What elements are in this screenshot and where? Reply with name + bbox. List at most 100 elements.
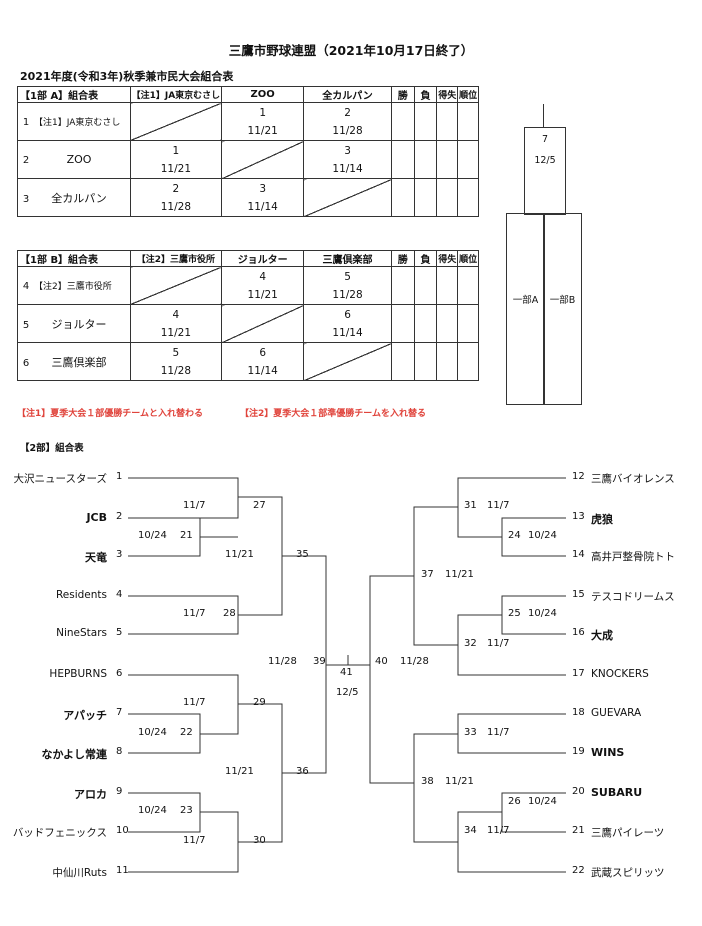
game-number: 39 — [313, 656, 326, 667]
team-name: 三鷹倶楽部 — [51, 355, 107, 369]
note-2: 【注2】夏季大会１部準優勝チームを入れ替る — [240, 409, 426, 419]
bracket-line — [128, 595, 239, 635]
team-name: アロカ — [74, 788, 107, 801]
game-date: 11/14 — [247, 364, 278, 377]
game-date: 11/28 — [268, 656, 297, 667]
team-name: Residents — [55, 589, 107, 601]
game-date: 11/28 — [160, 200, 192, 213]
game-date: 12/5 — [336, 687, 359, 698]
team-name: 大沢ニュースターズ — [13, 473, 107, 485]
game-date: 11/14 — [247, 200, 278, 213]
game-date: 10/24 — [138, 727, 167, 738]
bracket-line — [457, 811, 566, 873]
game-number: 6 — [259, 346, 267, 359]
team-name: 武蔵スピリッツ — [591, 867, 665, 879]
team-name: なかよし常連 — [41, 748, 107, 761]
result-cell — [457, 342, 479, 381]
row-number: 6 — [22, 357, 30, 369]
team-number: 4 — [116, 589, 123, 600]
game-number: 34 — [464, 825, 477, 836]
game-number: 26 — [508, 796, 521, 807]
game-number: 30 — [253, 835, 266, 846]
bracket-line — [413, 733, 458, 843]
game-date: 11/21 — [225, 549, 254, 560]
game-date: 10/24 — [528, 608, 557, 619]
section2-title: 【2部】組合表 — [20, 443, 84, 454]
game-date: 11/21 — [225, 766, 254, 777]
final-line — [543, 104, 544, 128]
game-date: 10/24 — [138, 530, 167, 541]
final-box: 7 12/5 — [524, 127, 566, 215]
tournament-subtitle: 2021年度(令和3年)秋季兼市民大会組合表 — [20, 70, 234, 83]
result-cell — [457, 178, 479, 217]
bracket-line — [128, 477, 239, 519]
team-name: JCB — [86, 511, 107, 524]
team-number: 13 — [572, 511, 585, 522]
team-name: GUEVARA — [591, 707, 642, 719]
bracket-line — [369, 575, 414, 784]
league-b-slot: 一部B — [543, 213, 582, 405]
team-number: 17 — [572, 668, 585, 679]
game-number: 38 — [421, 776, 434, 787]
game-number: 23 — [180, 805, 193, 816]
diagonal-cell — [303, 342, 392, 381]
game-date: 11/21 — [445, 569, 474, 580]
game-date: 11/7 — [487, 825, 510, 836]
team-name: NineStars — [56, 627, 107, 639]
team-number: 12 — [572, 471, 585, 482]
team-number: 20 — [572, 786, 585, 797]
final-date: 12/5 — [534, 155, 556, 166]
team-name: 三鷹バイオレンス — [591, 473, 675, 485]
bracket-line — [501, 517, 566, 557]
team-name: 中仙川Ruts — [52, 867, 107, 879]
game-number: 22 — [180, 727, 193, 738]
game-date: 11/28 — [332, 288, 363, 301]
league-a-slot: 一部A — [506, 213, 545, 405]
team-name: ZOO — [66, 153, 92, 166]
game-number: 4 — [172, 308, 180, 321]
game-date: 11/14 — [332, 326, 363, 339]
game-number: 24 — [508, 530, 521, 541]
team-name: 高井戸整骨院トト — [591, 551, 675, 563]
team-name: SUBARU — [591, 786, 643, 799]
team-name: 【注1】JA東京むさし — [34, 118, 121, 128]
game-date: 11/7 — [183, 500, 206, 511]
team-name: 虎狼 — [591, 513, 613, 526]
game-date: 11/28 — [400, 656, 429, 667]
game-number: 40 — [375, 656, 388, 667]
game-number: 2 — [172, 182, 180, 195]
note-1: 【注1】夏季大会１部優勝チームと入れ替わる — [17, 409, 203, 419]
team-number: 2 — [116, 511, 123, 522]
row-number: 5 — [22, 319, 30, 331]
game-number: 28 — [223, 608, 236, 619]
game-date: 10/24 — [528, 796, 557, 807]
game-date: 11/7 — [183, 608, 206, 619]
team-name: 三鷹パイレーツ — [591, 827, 665, 839]
row-number: 1 — [22, 117, 30, 128]
team-number: 3 — [116, 549, 123, 560]
game-date: 10/24 — [138, 805, 167, 816]
game-number: 3 — [344, 144, 351, 157]
league-b-slot-label: 一部B — [549, 295, 576, 306]
team-number: 10 — [116, 825, 129, 836]
league-a-slot-label: 一部A — [512, 295, 539, 306]
team-name: テスコドリームス — [591, 591, 675, 603]
game-number: 36 — [296, 766, 309, 777]
game-number: 2 — [344, 106, 351, 119]
game-number: 41 — [340, 667, 353, 678]
game-date: 11/7 — [487, 727, 510, 738]
game-number: 33 — [464, 727, 477, 738]
game-number: 5 — [172, 346, 180, 359]
team-name: KNOCKERS — [591, 668, 649, 680]
game-number: 27 — [253, 500, 266, 511]
team-number: 8 — [116, 746, 123, 757]
team-number: 7 — [116, 707, 123, 718]
game-number: 5 — [344, 270, 351, 283]
game-number: 1 — [259, 106, 267, 119]
